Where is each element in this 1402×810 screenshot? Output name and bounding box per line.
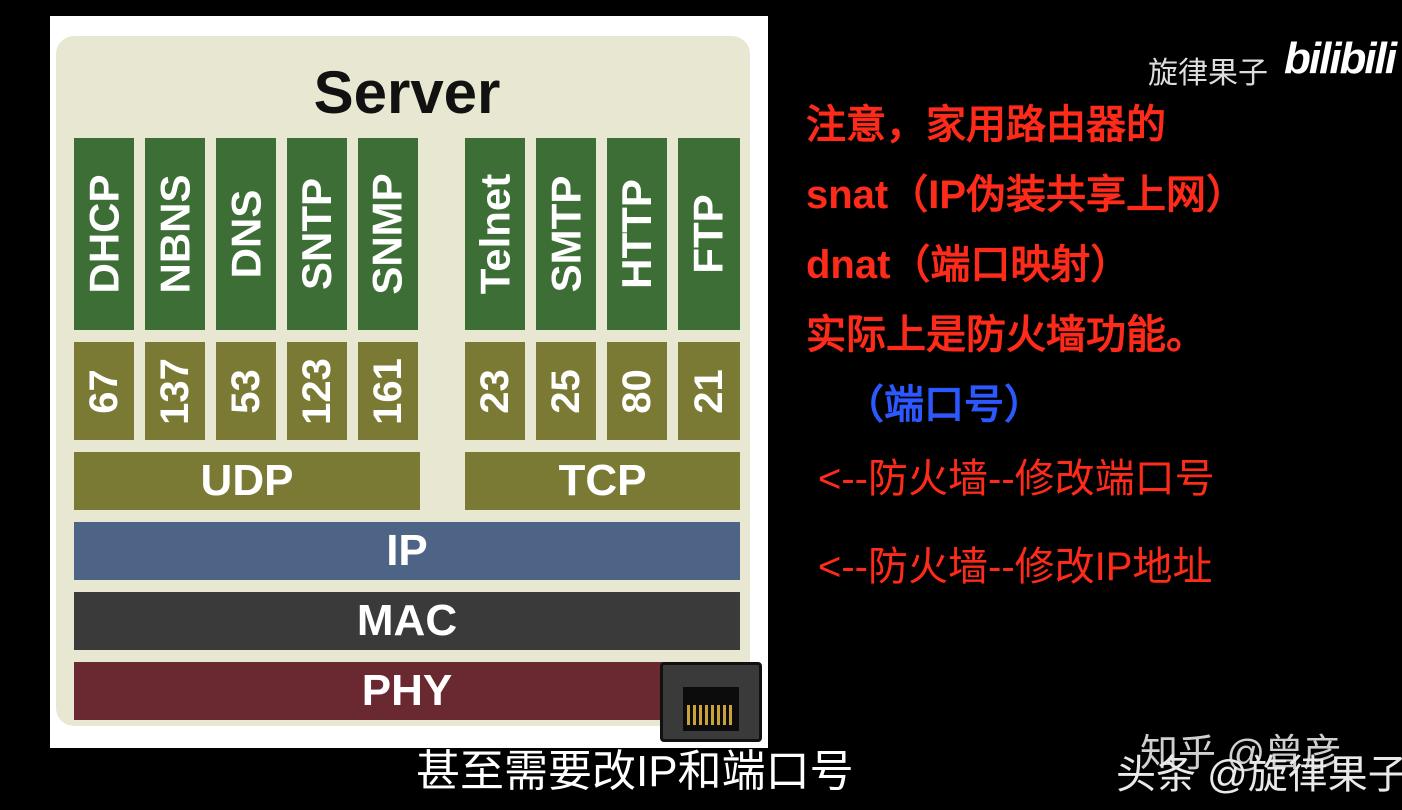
port-21: 21 — [678, 342, 740, 440]
protocol-label: DNS — [222, 189, 269, 279]
tcp-layer: TCP — [465, 452, 740, 510]
protocol-label: DHCP — [80, 174, 128, 294]
protocol-smtp: SMTP — [536, 138, 596, 330]
port-label: 53 — [223, 368, 268, 414]
ip-layer: IP — [74, 522, 740, 580]
port-label: 161 — [365, 357, 410, 425]
port-161: 161 — [358, 342, 418, 440]
protocol-label: FTP — [685, 194, 733, 274]
port-label: 80 — [614, 368, 659, 414]
port-137: 137 — [145, 342, 205, 440]
protocol-label: Telnet — [471, 173, 519, 295]
note-line-1: 注意，家用路由器的 — [806, 103, 1166, 147]
port-25: 25 — [536, 342, 596, 440]
toutiao-watermark: 头条 @旋律果子 — [1116, 753, 1402, 797]
port-label: 123 — [294, 357, 339, 425]
protocol-label: SNTP — [293, 177, 341, 291]
protocol-sntp: SNTP — [287, 138, 347, 330]
port-123: 123 — [287, 342, 347, 440]
port-label: 23 — [472, 368, 517, 414]
phy-layer: PHY — [74, 662, 740, 720]
port-number-note: （端口号） — [844, 383, 1044, 427]
video-subtitle: 甚至需要改IP和端口号 — [416, 747, 854, 796]
protocol-http: HTTP — [607, 138, 667, 330]
port-label: 137 — [152, 357, 197, 425]
protocol-label: HTTP — [613, 179, 660, 289]
port-67: 67 — [74, 342, 134, 440]
protocol-dhcp: DHCP — [74, 138, 134, 330]
firewall-ip-note: <--防火墙--修改IP地址 — [818, 545, 1213, 589]
port-53: 53 — [216, 342, 276, 440]
protocol-label: SMTP — [542, 175, 590, 293]
protocol-telnet: Telnet — [465, 138, 525, 330]
ethernet-port-icon — [660, 662, 762, 742]
zhihu-watermark: 知乎 @曾彦 — [1140, 733, 1342, 775]
port-23: 23 — [465, 342, 525, 440]
port-label: 21 — [686, 368, 731, 414]
channel-name: 旋律果子 — [1148, 57, 1268, 90]
note-line-3: dnat（端口映射） — [806, 243, 1131, 287]
bilibili-logo: bilibili — [1284, 34, 1397, 83]
note-line-2: snat（IP伪装共享上网） — [806, 173, 1247, 217]
protocol-label: SNMP — [364, 173, 412, 295]
protocol-snmp: SNMP — [358, 138, 418, 330]
firewall-port-note: <--防火墙--修改端口号 — [818, 457, 1215, 501]
protocol-dns: DNS — [216, 138, 276, 330]
mac-layer: MAC — [74, 592, 740, 650]
udp-layer: UDP — [74, 452, 420, 510]
port-label: 25 — [543, 368, 588, 414]
protocol-nbns: NBNS — [145, 138, 205, 330]
protocol-label: NBNS — [151, 174, 199, 294]
server-title: Server — [313, 59, 501, 126]
port-label: 67 — [81, 368, 126, 414]
note-line-4: 实际上是防火墙功能。 — [806, 313, 1206, 357]
port-80: 80 — [607, 342, 667, 440]
protocol-ftp: FTP — [678, 138, 740, 330]
